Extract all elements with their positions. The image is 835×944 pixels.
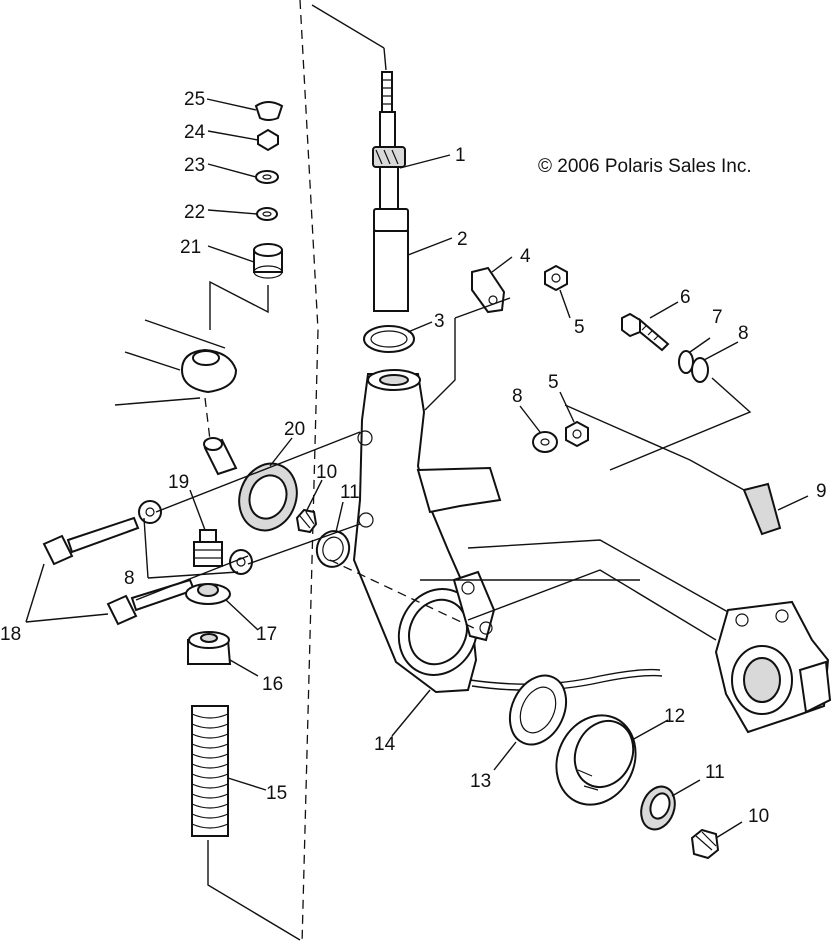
- assembly-centerline: [207, 0, 387, 944]
- sensor-wire: [469, 668, 661, 685]
- rubber-mount: [180, 348, 238, 394]
- bracket: [471, 266, 506, 314]
- callout-19: 19: [168, 472, 189, 493]
- lock-washer: [678, 350, 694, 374]
- spring-bushing: [187, 631, 232, 665]
- nut-24: [257, 128, 279, 152]
- callout-labels: 1 2 3 4 5 5 6 7 8 8 8 9 10 10 11 11 12 1…: [0, 89, 827, 827]
- callout-20: 20: [284, 419, 305, 440]
- bolt-upper-left: [42, 516, 140, 566]
- flat-washer-middle: [532, 431, 558, 453]
- brake-caliper: [714, 600, 832, 734]
- callout-17: 17: [256, 624, 277, 645]
- callout-24: 24: [184, 122, 206, 143]
- callout-14: 14: [374, 734, 396, 755]
- callout-8-left: 8: [124, 568, 135, 589]
- callout-13: 13: [470, 771, 491, 792]
- callout-16: 16: [262, 674, 283, 695]
- callout-2: 2: [457, 229, 468, 250]
- flat-washer-right: [691, 357, 709, 383]
- callout-6: 6: [680, 287, 691, 308]
- wheel-bearing: [555, 714, 637, 806]
- callout-5-lower: 5: [548, 372, 559, 393]
- spring-seat-cup: [185, 583, 231, 605]
- callout-8-middle: 8: [512, 386, 523, 407]
- spindle-nut-inner: [295, 508, 318, 534]
- shock-body: [373, 208, 409, 312]
- spindle-nut-outer: [690, 828, 720, 860]
- callout-4: 4: [520, 246, 531, 267]
- callout-23: 23: [184, 155, 205, 176]
- stud-bolt: [203, 437, 238, 476]
- brake-pad: [742, 482, 782, 536]
- o-ring: [363, 325, 415, 353]
- strut-rod: [372, 71, 406, 210]
- coil-spring: [191, 705, 229, 837]
- callout-25: 25: [184, 89, 205, 110]
- washer-22: [256, 207, 278, 221]
- leader-lines: [25, 98, 809, 839]
- bolt-lower-left: [106, 578, 196, 626]
- flat-washer-left-top: [138, 500, 162, 524]
- callout-12: 12: [664, 706, 685, 727]
- callout-10-inner: 10: [316, 462, 337, 483]
- washer-23: [255, 170, 279, 184]
- callout-21: 21: [180, 237, 201, 258]
- callout-3: 3: [434, 311, 445, 332]
- hub-seal: [238, 462, 298, 532]
- callout-18: 18: [0, 624, 21, 645]
- callout-7: 7: [712, 307, 723, 328]
- callout-1: 1: [455, 145, 466, 166]
- callout-15: 15: [266, 783, 287, 804]
- spindle-knuckle: [352, 369, 502, 694]
- callout-10-outer: 10: [748, 806, 769, 827]
- callout-22: 22: [184, 202, 205, 223]
- copyright-notice: © 2006 Polaris Sales Inc.: [538, 156, 752, 177]
- bolt-upper-right: [621, 312, 670, 352]
- hub-seal-outer: [508, 674, 568, 746]
- grease-fitting: [193, 529, 223, 567]
- callout-5-upper: 5: [574, 317, 585, 338]
- callout-11-inner: 11: [340, 482, 360, 503]
- hex-nut-lower: [565, 420, 589, 448]
- hex-nut-upper: [544, 264, 568, 292]
- callout-11-outer: 11: [705, 762, 725, 783]
- cap: [254, 101, 284, 121]
- callout-9: 9: [816, 481, 827, 502]
- bushing-21: [253, 243, 283, 279]
- callout-8-right: 8: [738, 323, 749, 344]
